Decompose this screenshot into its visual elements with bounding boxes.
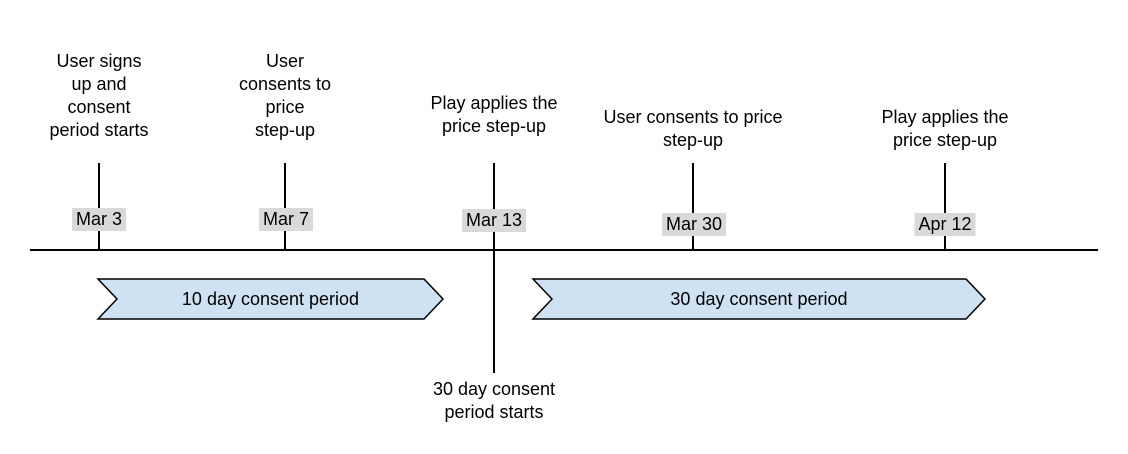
event-date-mar-30: Mar 30	[661, 213, 727, 236]
event-label-mar-3: User signs up and consent period starts	[49, 51, 149, 140]
event-label-mar-7: User consents to price step-up	[238, 51, 332, 140]
event-label-mar-30: User consents to price step-up	[603, 107, 783, 150]
event-label-mar-13: Play applies the price step-up	[430, 93, 558, 136]
period-label-10-day: 10 day consent period	[181, 288, 360, 309]
event-tick-mar-7	[284, 163, 286, 251]
event-label-apr-12: Play applies the price step-up	[881, 107, 1009, 150]
period-label-30-day: 30 day consent period	[670, 288, 848, 309]
event-tick-apr-12	[944, 163, 946, 251]
timeline-axis	[30, 249, 1098, 251]
event-date-apr-12: Apr 12	[914, 213, 976, 236]
event-date-mar-3: Mar 3	[71, 208, 127, 231]
period-arrow-30-day	[531, 278, 987, 320]
event-tick-mar-30	[692, 163, 694, 251]
annotation-30-day-period-starts: 30 day consent period starts	[432, 379, 556, 422]
period-arrow-10-day	[96, 278, 445, 320]
event-tick-mar-3	[98, 163, 100, 251]
event-date-mar-13: Mar 13	[461, 209, 527, 232]
event-tick-mar-13	[493, 163, 495, 373]
event-date-mar-7: Mar 7	[258, 208, 314, 231]
